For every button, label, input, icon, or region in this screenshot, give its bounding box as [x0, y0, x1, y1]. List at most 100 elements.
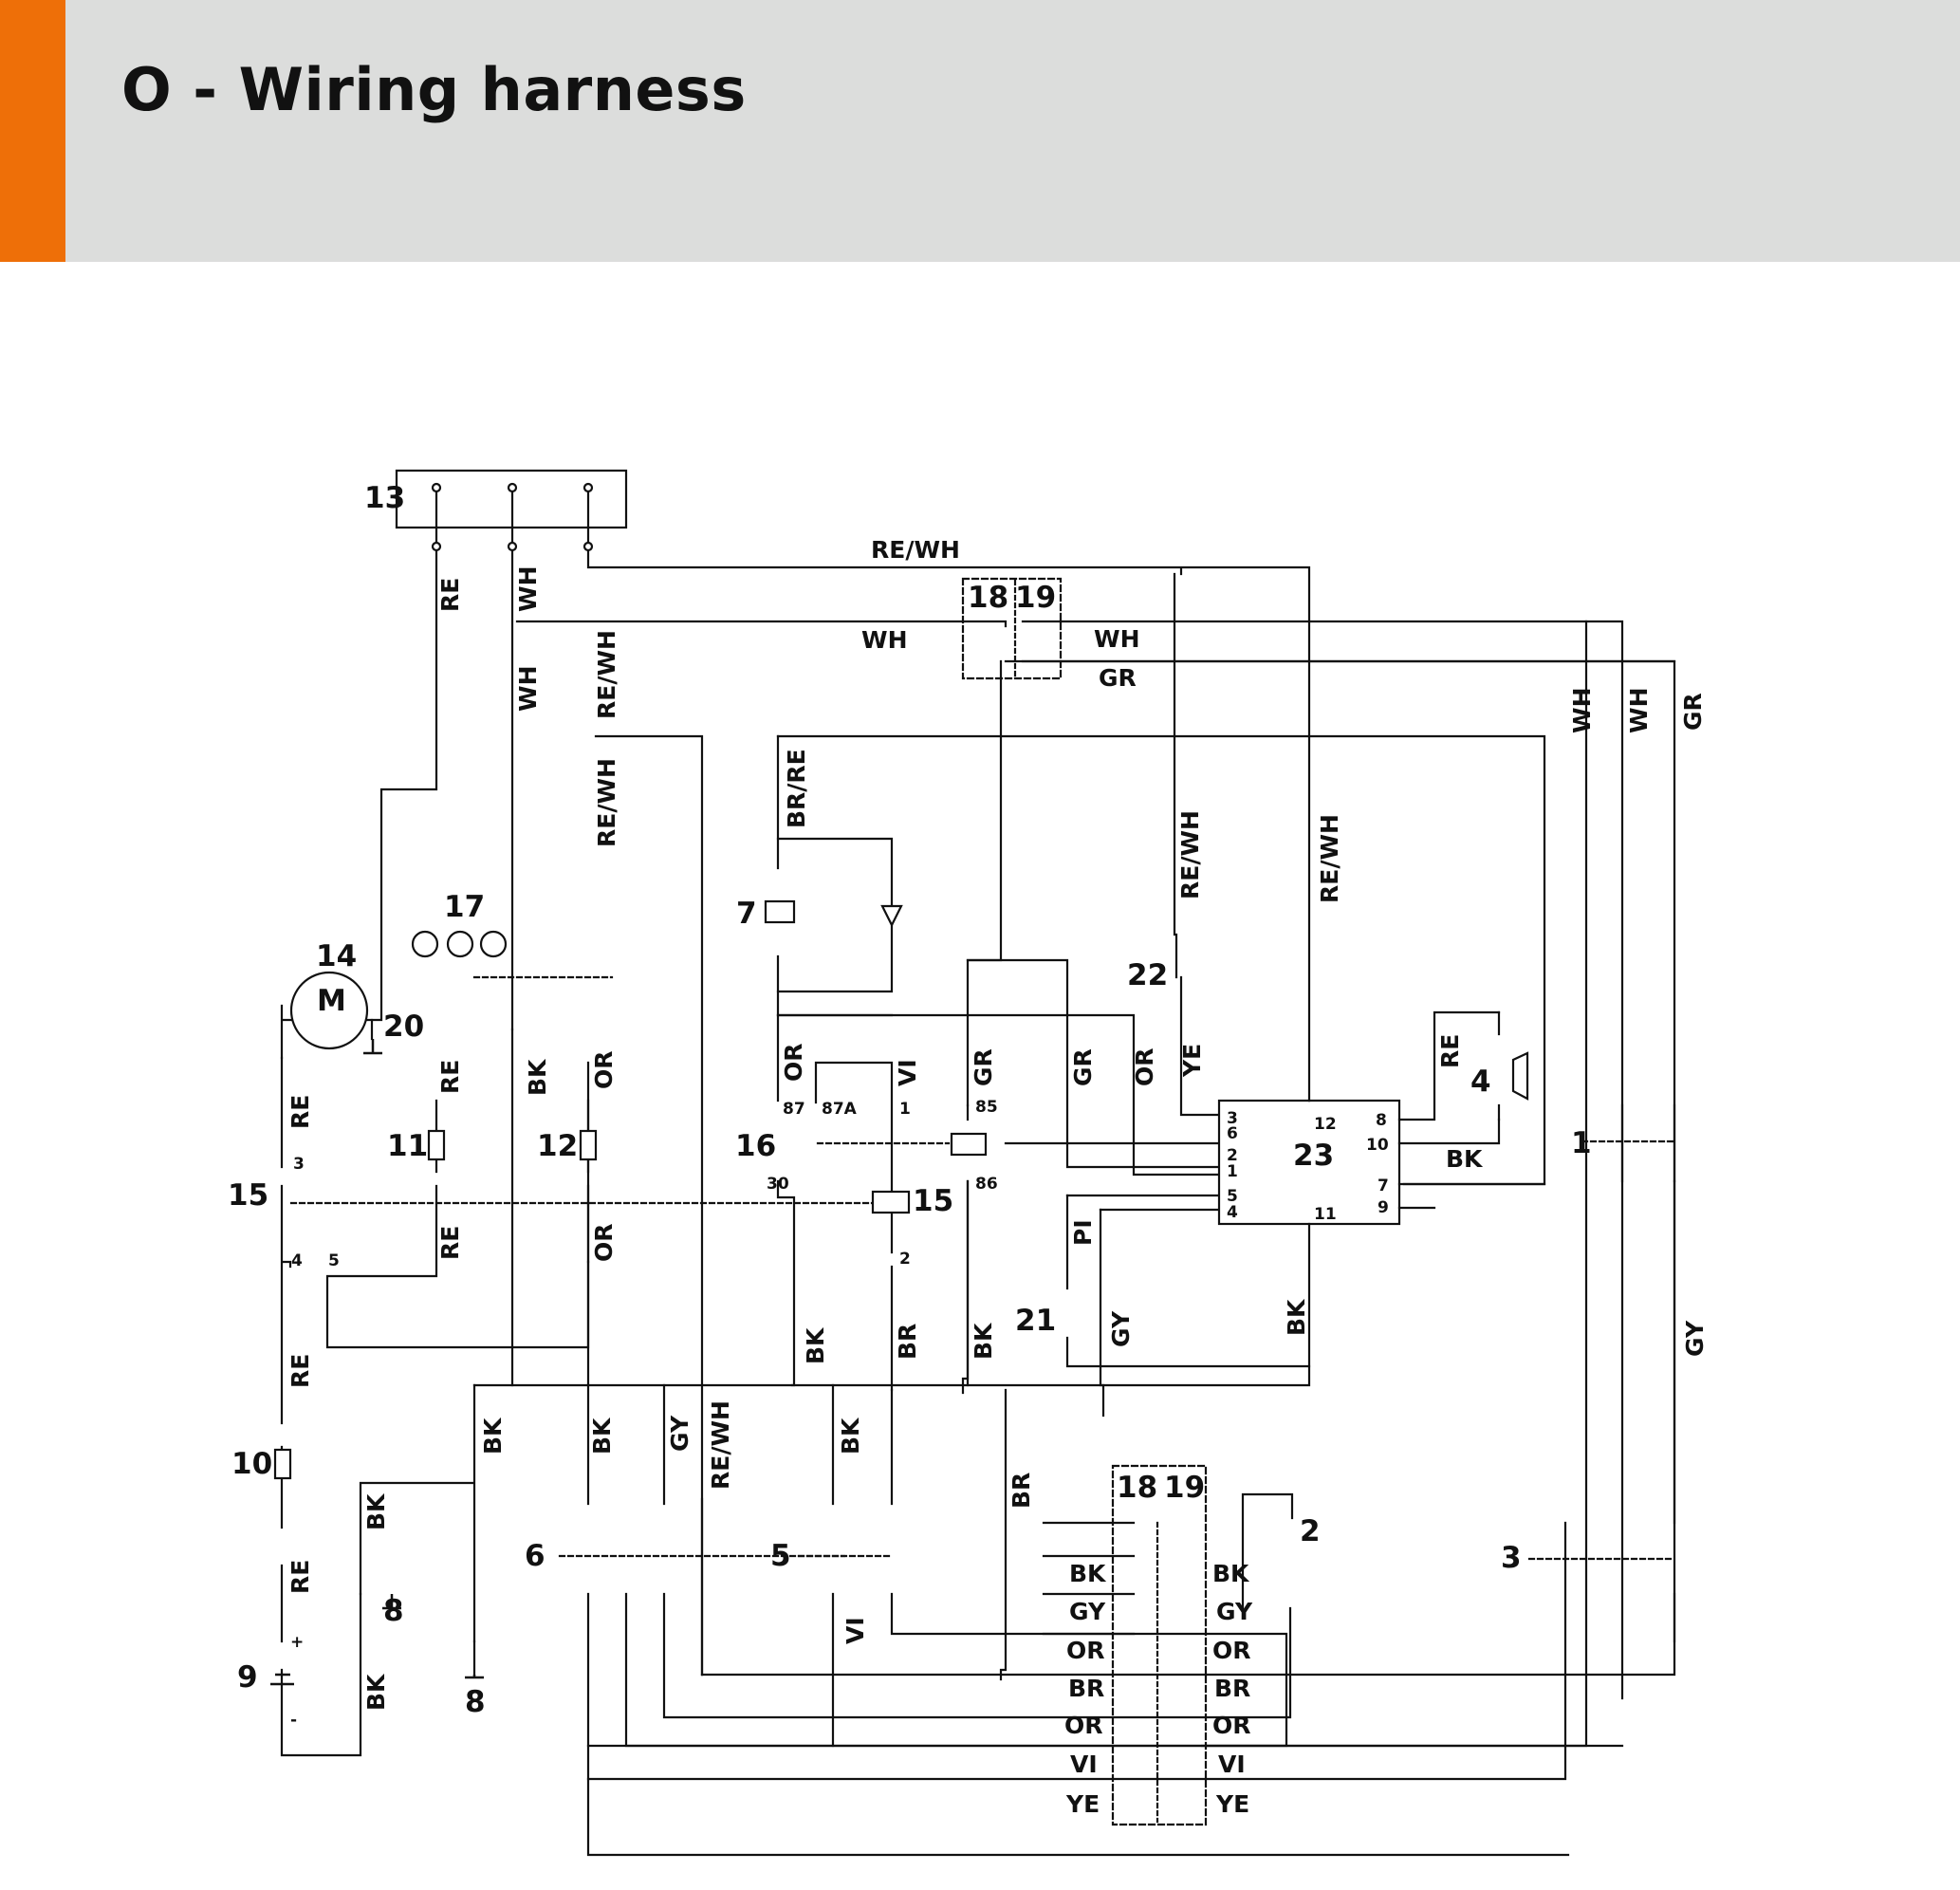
label-5: 5 — [770, 1539, 791, 1573]
switch15-terminal-4: 4 — [291, 1251, 303, 1270]
wire-label-or-87: OR — [780, 1043, 807, 1082]
wire-label-re-4: RE — [1436, 1034, 1464, 1068]
label-19-top: 19 — [1015, 581, 1056, 615]
terminal-87: 87 — [783, 1100, 805, 1119]
ecu-pin-10: 10 — [1366, 1136, 1389, 1155]
wire-label-bk-30: BK — [802, 1326, 829, 1364]
motor-symbol: M — [317, 984, 346, 1018]
ecu-pin-9: 9 — [1378, 1198, 1389, 1217]
conn-right-2: OR — [1212, 1637, 1251, 1664]
label-3: 3 — [1501, 1541, 1522, 1575]
wire-label-bk-c: BK — [837, 1417, 864, 1455]
terminal-2: 2 — [899, 1250, 911, 1269]
wire-label-br-a: BR — [1008, 1473, 1035, 1509]
wire-wh-right: WH — [1094, 625, 1140, 653]
wire-label-bk-23: BK — [1283, 1298, 1310, 1336]
label-14: 14 — [316, 939, 357, 973]
wire-label-or-12: OR — [590, 1050, 618, 1089]
conn-right-3: BR — [1214, 1675, 1250, 1702]
wire-label-bk-b: BK — [588, 1417, 616, 1455]
wire-gr-right: GR — [1099, 664, 1137, 692]
conn-right-4: OR — [1212, 1712, 1251, 1739]
switch15-terminal-5: 5 — [328, 1251, 340, 1270]
label-10: 10 — [231, 1447, 272, 1481]
diode-7 — [880, 904, 903, 928]
fuse-10 — [273, 1448, 292, 1480]
wire-label-bk-8: BK — [362, 1492, 390, 1530]
conn-left-1: GY — [1069, 1598, 1106, 1625]
connector-18-19-bottom — [1111, 1464, 1208, 1826]
label-9: 9 — [237, 1660, 258, 1695]
wire-label-gr-mid: GR — [1069, 1048, 1097, 1086]
conn-left-6: YE — [1065, 1790, 1100, 1818]
label-7: 7 — [736, 897, 757, 931]
wire-label-re-14: RE — [287, 1095, 314, 1129]
wire-label-gr-85: GR — [970, 1048, 997, 1086]
wire-label-rewh-a: RE/WH — [707, 1400, 734, 1490]
wire-label-gy-3: GY — [1681, 1320, 1709, 1357]
horn-4 — [1511, 1051, 1529, 1101]
terminal-labels: 87 87A 1 85 30 86 2 3 4 5 + - 3 6 2 1 5 … — [290, 1098, 1389, 1730]
conn-right-6: YE — [1215, 1790, 1249, 1818]
key-switch-start — [479, 930, 508, 958]
wire-label-gy-a: GY — [666, 1415, 693, 1452]
label-21: 21 — [1015, 1304, 1056, 1338]
ecu-pin-4: 4 — [1227, 1203, 1238, 1222]
wire-label-re-9: RE — [287, 1560, 314, 1594]
ecu-pin-12: 12 — [1314, 1115, 1337, 1134]
conn-left-0: BK — [1069, 1560, 1107, 1587]
wire-label-bk-86: BK — [970, 1322, 997, 1360]
label-19-bottom: 19 — [1164, 1471, 1205, 1505]
relay-16-coil — [950, 1132, 988, 1157]
terminal-30: 30 — [767, 1175, 789, 1194]
wire-label-rewh-22: RE/WH — [1176, 810, 1204, 899]
label-8-bottom: 8 — [465, 1685, 486, 1719]
wire-color-labels: RE/WH WH WH GR BK BK GY OR BR OR VI YE B… — [861, 536, 1484, 1818]
wire-label-gr-v1: GR — [1679, 693, 1707, 731]
wire-label-rewh-13b: RE/WH — [593, 758, 620, 847]
wire-label-or-mid: OR — [1131, 1047, 1158, 1086]
ecu-pin-5: 5 — [1227, 1187, 1238, 1206]
wire-label-or-12b: OR — [590, 1223, 618, 1262]
terminal-86: 86 — [975, 1175, 998, 1194]
wire-label-bk-a: BK — [479, 1417, 507, 1455]
wire-label-vi-1: VI — [894, 1059, 921, 1086]
wire-label-wh-v2: WH — [1625, 688, 1653, 734]
battery-plus: + — [290, 1633, 304, 1652]
label-15-switch: 15 — [228, 1178, 268, 1213]
label-12: 12 — [537, 1129, 578, 1163]
label-13: 13 — [364, 481, 405, 515]
relay-7-coil — [764, 899, 796, 924]
wires — [280, 469, 1676, 1857]
label-16: 16 — [735, 1129, 776, 1163]
wire-label-bk-17: BK — [524, 1058, 551, 1096]
ecu-pin-3: 3 — [1227, 1109, 1238, 1128]
label-1: 1 — [1571, 1126, 1592, 1160]
wire-label-vi-5: VI — [841, 1617, 869, 1644]
conn-left-3: BR — [1068, 1675, 1104, 1702]
conn-right-1: GY — [1216, 1598, 1253, 1625]
fuse-11 — [427, 1129, 446, 1161]
ecu-pin-8: 8 — [1376, 1111, 1387, 1130]
label-8-left: 8 — [383, 1594, 404, 1628]
key-switch-stop — [411, 930, 439, 958]
label-22: 22 — [1127, 958, 1168, 992]
connector-18-19-top — [961, 577, 1063, 680]
conn-left-5: VI — [1070, 1751, 1098, 1778]
page-title: O - Wiring harness — [121, 55, 747, 124]
battery-minus: - — [290, 1711, 297, 1730]
label-6: 6 — [525, 1539, 545, 1573]
fuse-12 — [579, 1129, 598, 1161]
ecu-pin-11: 11 — [1314, 1205, 1337, 1224]
wire-label-ye-22: YE — [1178, 1044, 1206, 1078]
label-18-top: 18 — [968, 581, 1008, 615]
label-20: 20 — [383, 1010, 424, 1044]
switch15-terminal-3: 3 — [293, 1155, 305, 1174]
label-15-relay: 15 — [913, 1184, 953, 1218]
wire-label-pi-21: PI — [1069, 1219, 1097, 1246]
ecu-pin-1: 1 — [1227, 1162, 1238, 1181]
wire-wh-mid: WH — [861, 626, 908, 654]
ecu-pin-2: 2 — [1227, 1146, 1238, 1165]
